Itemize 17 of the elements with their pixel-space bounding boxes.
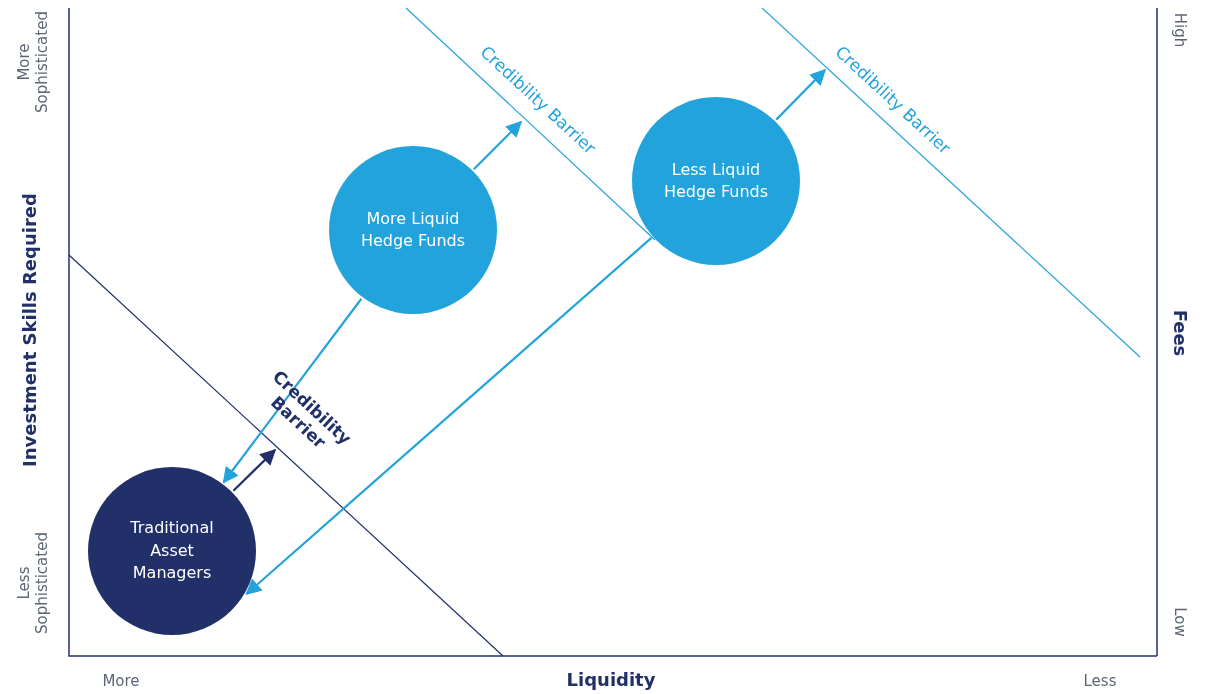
- axis-title: Investment Skills Required: [19, 192, 41, 469]
- arrow: [245, 236, 653, 596]
- axis-label: More: [101, 672, 141, 690]
- axis-label: High: [1171, 11, 1189, 50]
- arrow: [232, 448, 277, 492]
- axis-label: Less: [1082, 672, 1118, 690]
- arrow: [473, 120, 523, 170]
- node-label: More Liquid Hedge Funds: [359, 207, 467, 252]
- axis-label: More Sophisticated: [15, 10, 51, 115]
- node-label: Traditional Asset Managers: [129, 517, 215, 585]
- node-label: Less Liquid Hedge Funds: [662, 158, 770, 203]
- axis-label: Low: [1171, 606, 1189, 639]
- arrow: [775, 68, 827, 121]
- axis-label: Less Sophisticated: [15, 531, 51, 636]
- axis-title: Liquidity: [565, 669, 657, 691]
- arrow: [222, 298, 363, 484]
- axis-title: Fees: [1169, 308, 1191, 359]
